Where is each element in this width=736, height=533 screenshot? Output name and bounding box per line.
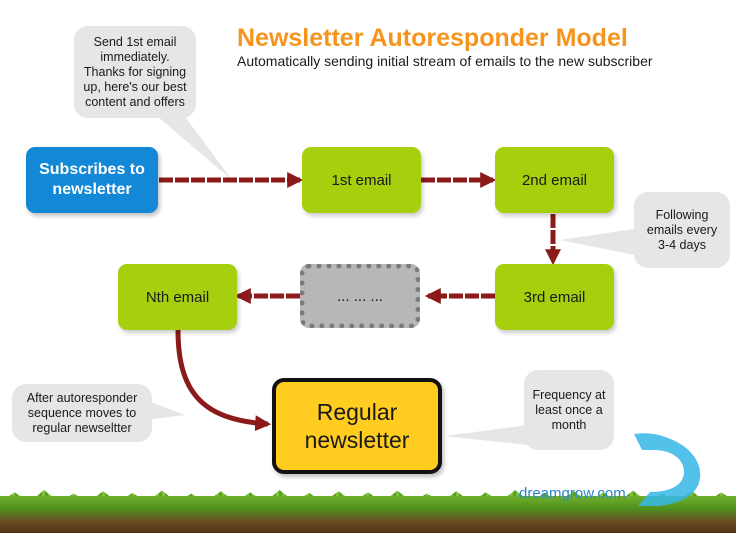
node-1st-email: 1st email xyxy=(302,147,421,213)
callout-tail-after xyxy=(145,400,185,420)
page-subtitle: Automatically sending initial stream of … xyxy=(237,53,653,69)
callout-tail-frequency xyxy=(445,425,528,445)
brand-link[interactable]: dreamgrow.com xyxy=(519,485,626,502)
callout-after-autoresponder: After autoresponder sequence moves to re… xyxy=(12,384,152,442)
arrow-nth-to-regular xyxy=(175,329,272,432)
callout-tail-first-email xyxy=(150,110,232,180)
node-ellipsis: ... ... ... xyxy=(300,264,420,328)
node-3rd-email: 3rd email xyxy=(495,264,614,330)
node-regular-newsletter: Regular newsletter xyxy=(272,378,442,474)
node-nth-email: Nth email xyxy=(118,264,237,330)
node-subscribes: Subscribes to newsletter xyxy=(26,147,158,213)
callout-first-email: Send 1st email immediately. Thanks for s… xyxy=(74,26,196,118)
callout-tail-following xyxy=(560,228,640,256)
dreamgrow-d-logo-icon xyxy=(634,433,701,506)
node-2nd-email: 2nd email xyxy=(495,147,614,213)
callout-frequency: Frequency at least once a month xyxy=(524,370,614,450)
ground-decoration xyxy=(0,496,736,533)
page-title: Newsletter Autoresponder Model xyxy=(237,24,628,52)
callout-following-emails: Following emails every 3-4 days xyxy=(634,192,730,268)
